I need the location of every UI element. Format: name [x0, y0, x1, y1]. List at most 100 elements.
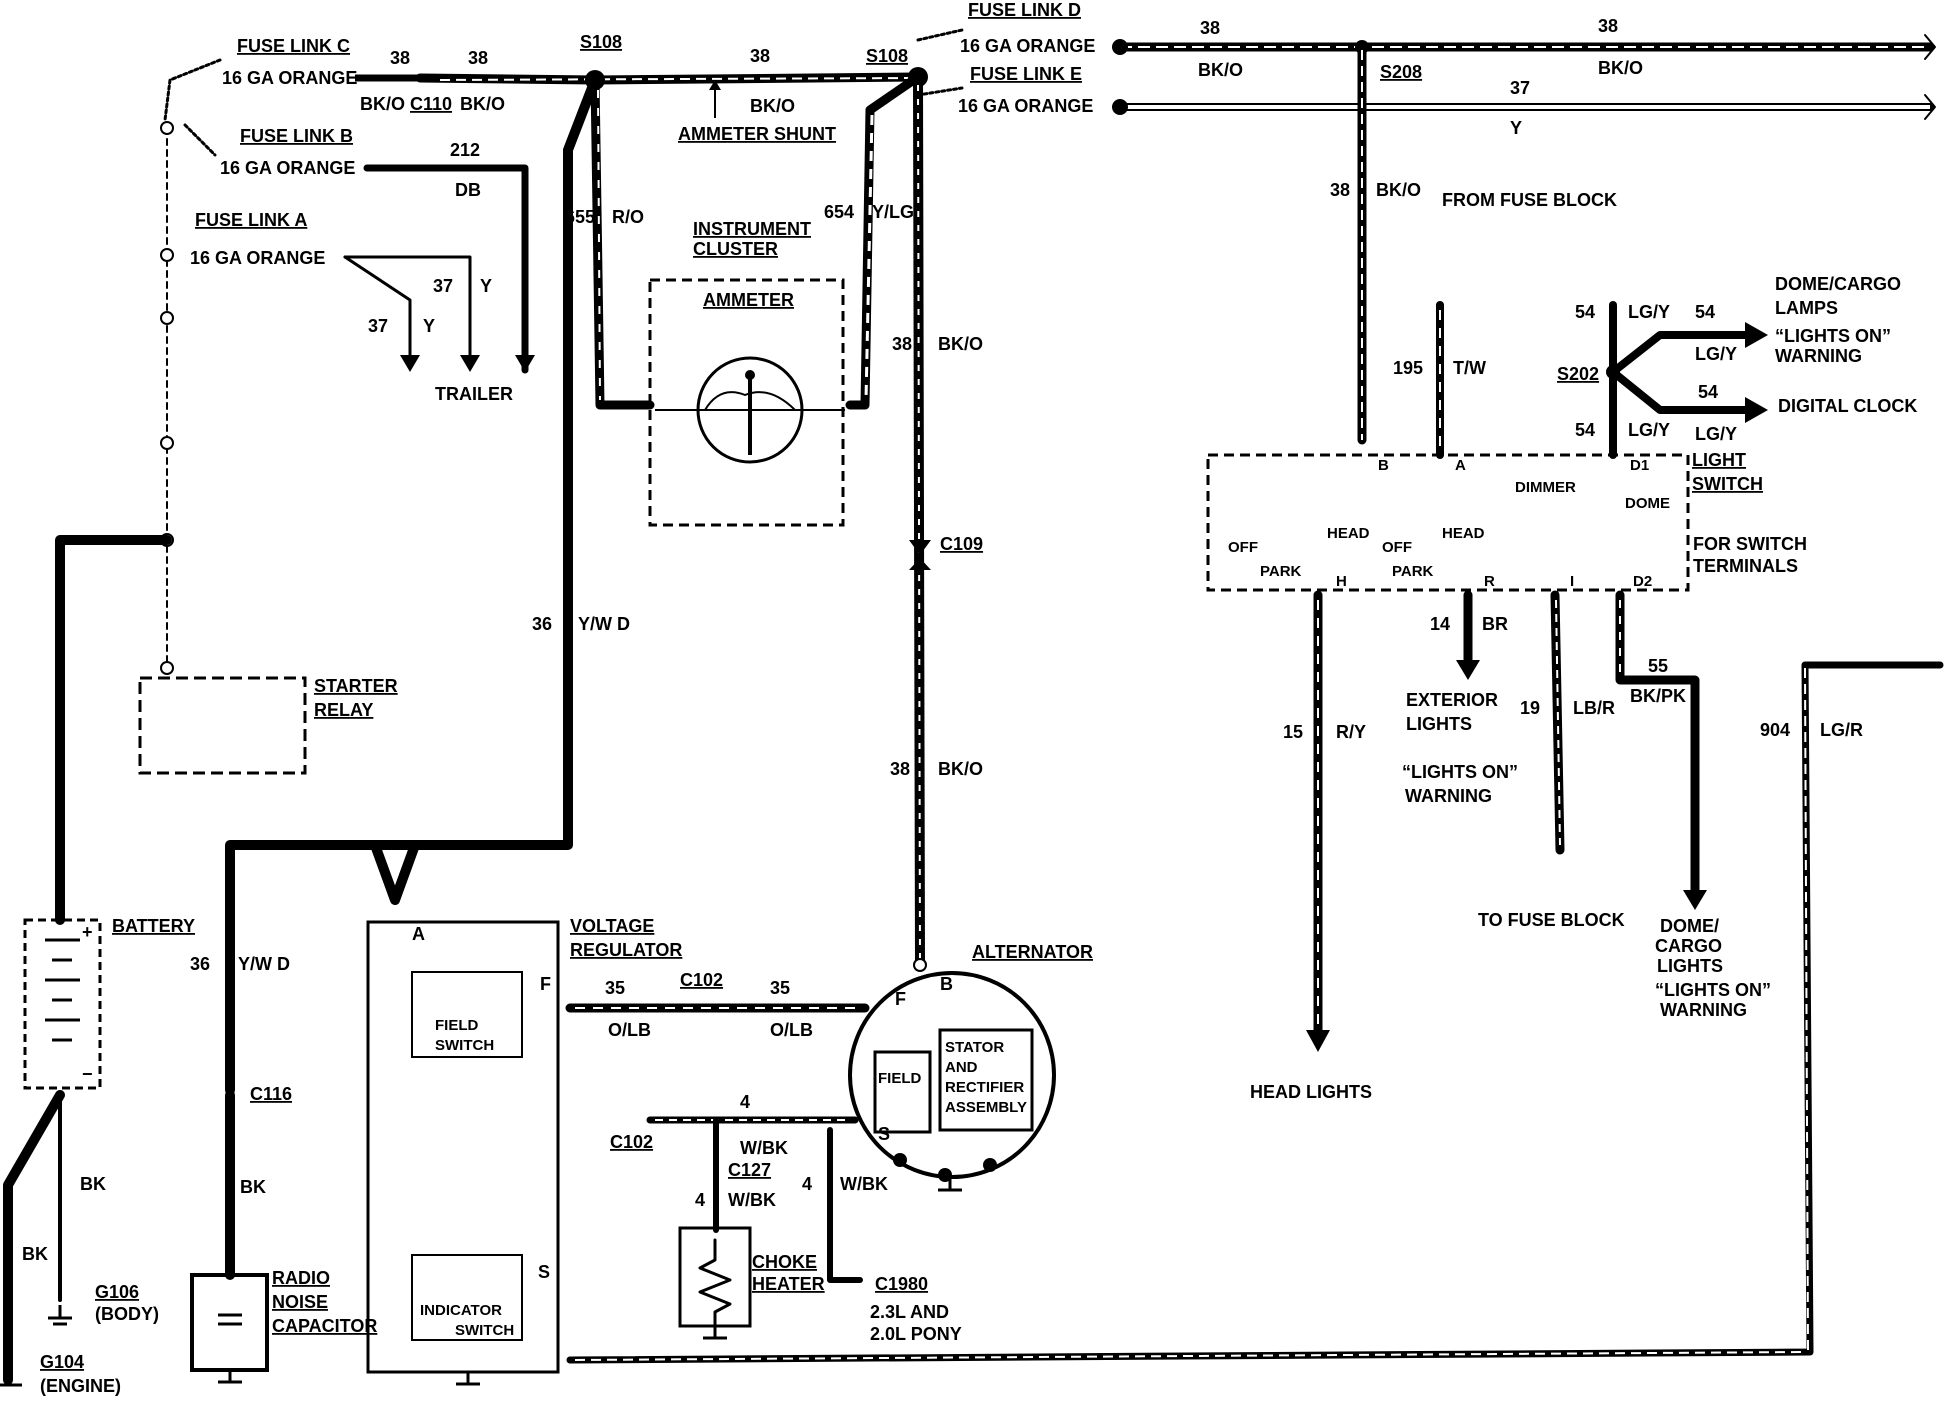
svg-text:Y: Y [1510, 118, 1522, 138]
svg-text:C102: C102 [680, 970, 723, 990]
svg-text:S208: S208 [1380, 62, 1422, 82]
fuse-link-a: FUSE LINK A 16 GA ORANGE 37 Y 37 Y TRAIL… [190, 210, 513, 404]
svg-text:BK/O: BK/O [1376, 180, 1421, 200]
svg-text:RELAY: RELAY [314, 700, 373, 720]
svg-text:A: A [412, 924, 425, 944]
svg-text:B: B [1378, 457, 1389, 474]
svg-text:HEAD: HEAD [1327, 525, 1370, 542]
svg-text:T/W: T/W [1453, 358, 1486, 378]
svg-text:(BODY): (BODY) [95, 1304, 159, 1324]
fuse-link-c: FUSE LINK C 16 GA ORANGE [163, 36, 420, 122]
ammeter-label: AMMETER [703, 290, 794, 310]
svg-text:STARTER: STARTER [314, 676, 398, 696]
svg-text:4: 4 [802, 1174, 812, 1194]
svg-text:BATTERY: BATTERY [112, 916, 195, 936]
svg-text:O/LB: O/LB [770, 1020, 813, 1040]
svg-text:HEAD: HEAD [1442, 525, 1485, 542]
svg-text:VOLTAGE: VOLTAGE [570, 916, 654, 936]
svg-text:STATOR: STATOR [945, 1039, 1004, 1056]
light-switch: LIGHT SWITCH FOR SWITCH TERMINALS B A D1… [1206, 450, 1807, 592]
svg-text:195: 195 [1393, 358, 1423, 378]
svg-text:REGULATOR: REGULATOR [570, 940, 682, 960]
svg-text:36: 36 [190, 954, 210, 974]
alternator: ALTERNATOR B F S FIELD STATOR AND RECTIF… [848, 942, 1093, 1182]
svg-text:Y/W D: Y/W D [578, 614, 630, 634]
svg-text:“LIGHTS ON”: “LIGHTS ON” [1402, 762, 1518, 782]
svg-text:DOME: DOME [1625, 495, 1670, 512]
svg-text:DB: DB [455, 180, 481, 200]
svg-text:LG/R: LG/R [1820, 720, 1863, 740]
svg-text:654: 654 [824, 202, 854, 222]
svg-text:38: 38 [468, 48, 488, 68]
svg-text:37: 37 [433, 276, 453, 296]
svg-text:W/BK: W/BK [728, 1190, 776, 1210]
svg-text:37: 37 [1510, 78, 1530, 98]
radio-noise-capacitor: RADIO NOISE CAPACITOR [190, 1268, 377, 1372]
fuse-link-d: FUSE LINK D 16 GA ORANGE 38 38 BK/O BK/O… [916, 0, 1936, 82]
svg-text:54: 54 [1575, 420, 1595, 440]
fuse-link-b: FUSE LINK B 16 GA ORANGE 212 DB [183, 123, 535, 374]
svg-text:CLUSTER: CLUSTER [693, 239, 778, 259]
svg-text:BK: BK [240, 1177, 266, 1197]
svg-text:BK: BK [22, 1244, 48, 1264]
svg-text:SWITCH: SWITCH [435, 1037, 494, 1054]
svg-text:54: 54 [1575, 302, 1595, 322]
trailer-label: TRAILER [435, 384, 513, 404]
svg-text:904: 904 [1760, 720, 1790, 740]
svg-text:FIELD: FIELD [435, 1017, 478, 1034]
svg-text:CARGO: CARGO [1655, 936, 1722, 956]
svg-text:Y/W D: Y/W D [238, 954, 290, 974]
svg-text:OFF: OFF [1382, 539, 1412, 556]
svg-text:FUSE LINK D: FUSE LINK D [968, 0, 1081, 20]
svg-text:C127: C127 [728, 1160, 771, 1180]
svg-text:PARK: PARK [1260, 563, 1302, 580]
svg-text:TO FUSE BLOCK: TO FUSE BLOCK [1478, 910, 1625, 930]
svg-text:INSTRUMENT: INSTRUMENT [693, 219, 811, 239]
svg-text:BK/O: BK/O [460, 94, 505, 114]
instrument-cluster: INSTRUMENT CLUSTER AMMETER [648, 219, 845, 527]
svg-text:36: 36 [532, 614, 552, 634]
svg-text:38: 38 [390, 48, 410, 68]
svg-text:LIGHTS: LIGHTS [1406, 714, 1472, 734]
svg-text:LB/R: LB/R [1573, 698, 1615, 718]
svg-text:WARNING: WARNING [1405, 786, 1492, 806]
svg-text:TERMINALS: TERMINALS [1693, 556, 1798, 576]
svg-text:S: S [878, 1124, 890, 1144]
svg-text:OFF: OFF [1228, 539, 1258, 556]
svg-text:W/BK: W/BK [740, 1138, 788, 1158]
svg-text:C110: C110 [410, 94, 452, 114]
svg-text:2.0L PONY: 2.0L PONY [870, 1324, 962, 1344]
svg-text:DOME/CARGO: DOME/CARGO [1775, 274, 1901, 294]
svg-text:Y: Y [423, 316, 435, 336]
battery: + − BATTERY BK BK G106 (BODY) G104 (ENGI… [3, 535, 195, 1396]
svg-text:LG/Y: LG/Y [1628, 420, 1670, 440]
svg-text:FOR SWITCH: FOR SWITCH [1693, 534, 1807, 554]
svg-text:FUSE LINK E: FUSE LINK E [970, 64, 1082, 84]
head-lights-label: HEAD LIGHTS [1250, 1082, 1372, 1102]
svg-text:16 GA ORANGE: 16 GA ORANGE [958, 96, 1093, 116]
svg-text:NOISE: NOISE [272, 1292, 328, 1312]
svg-text:AND: AND [945, 1059, 978, 1076]
svg-text:R: R [1484, 573, 1495, 590]
svg-text:BR: BR [1482, 614, 1508, 634]
svg-text:38: 38 [892, 334, 912, 354]
svg-text:LG/Y: LG/Y [1695, 344, 1737, 364]
svg-text:BK/O: BK/O [1598, 58, 1643, 78]
svg-text:16 GA ORANGE: 16 GA ORANGE [220, 158, 355, 178]
svg-text:C109: C109 [940, 534, 983, 554]
svg-text:G104: G104 [40, 1352, 84, 1372]
svg-text:SWITCH: SWITCH [455, 1322, 514, 1339]
svg-text:16 GA ORANGE: 16 GA ORANGE [190, 248, 325, 268]
svg-text:38: 38 [750, 46, 770, 66]
svg-text:SWITCH: SWITCH [1692, 474, 1763, 494]
svg-text:C1980: C1980 [875, 1274, 928, 1294]
svg-text:S108: S108 [580, 32, 622, 52]
svg-text:I: I [1570, 573, 1574, 590]
fuse-link-e: FUSE LINK E 16 GA ORANGE 37 Y [916, 64, 1936, 138]
svg-text:54: 54 [1695, 302, 1715, 322]
svg-text:35: 35 [770, 978, 790, 998]
starter-relay: STARTER RELAY [138, 676, 398, 775]
svg-text:14: 14 [1430, 614, 1450, 634]
svg-text:S: S [538, 1262, 550, 1282]
